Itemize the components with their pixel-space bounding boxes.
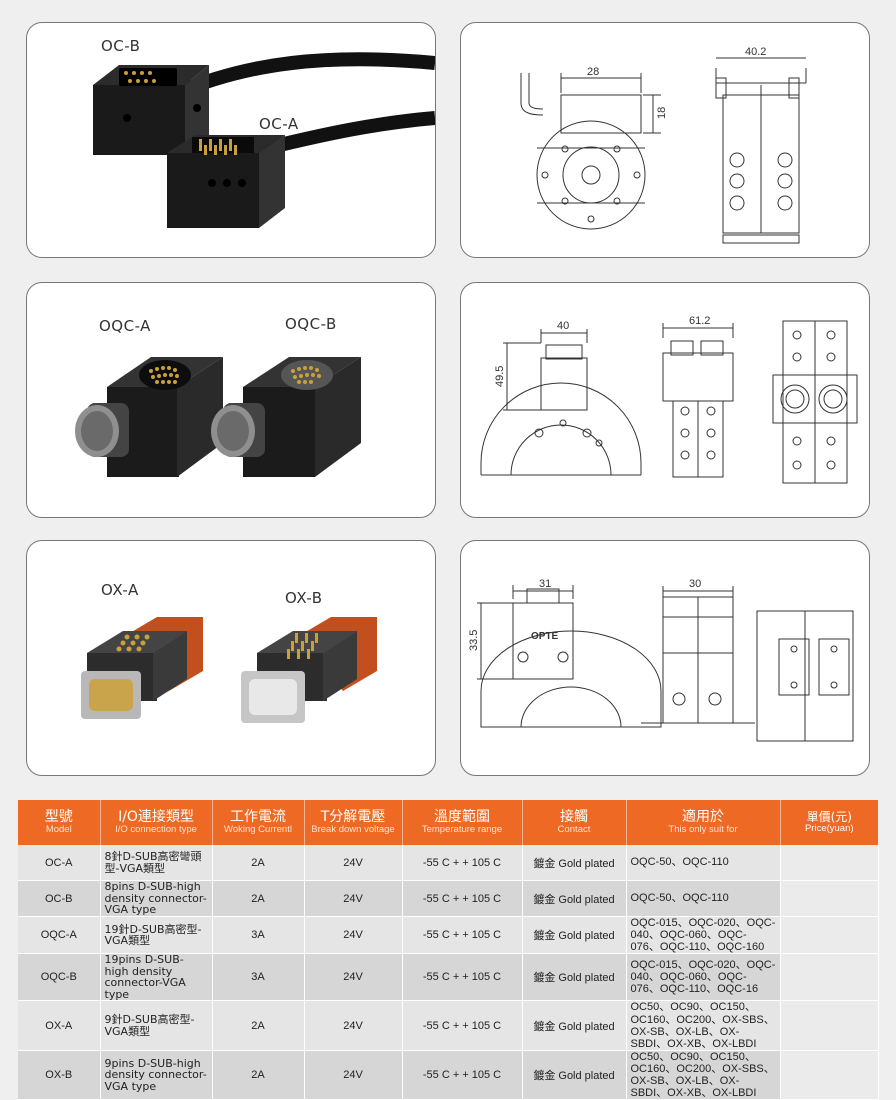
table-row: OC-A 8針D-SUB高密彎頭型-VGA類型 2A 24V -55 C + +…: [18, 845, 879, 881]
product-label-ox-b: OX-B: [285, 589, 323, 607]
dim-r1-width-2: 40.2: [745, 46, 766, 58]
cell-connection: 19pins D-SUB-high density connector-VGA …: [100, 953, 213, 1002]
cell-voltage: 24V: [304, 880, 403, 917]
photo-panel-oqc: OQC-A OQC-B: [26, 282, 436, 518]
ox-connector-photo: [81, 617, 377, 723]
cell-temperature: -55 C + + 105 C: [402, 1050, 523, 1100]
oqc-dimension-drawing: 40 49.5 61.2: [480, 315, 858, 484]
table-row: OQC-B 19pins D-SUB-high density connecto…: [18, 953, 879, 1002]
cell-contact: 鍍金 Gold plated: [522, 880, 627, 917]
oqc-connector-photo: [75, 357, 361, 477]
product-label-oc-b: OC-B: [101, 37, 141, 55]
cell-price: [780, 1050, 879, 1100]
cell-voltage: 24V: [304, 953, 403, 1002]
cell-contact: 鍍金 Gold plated: [522, 953, 627, 1002]
product-label-oqc-b: OQC-B: [285, 315, 337, 333]
photo-panel-ox: OX-A OX-B: [26, 540, 436, 776]
cell-temperature: -55 C + + 105 C: [402, 916, 523, 955]
brand-engraving: OPTE: [531, 631, 559, 642]
product-label-oqc-a: OQC-A: [99, 317, 151, 335]
photo-panel-oc: OC-B OC-A: [26, 22, 436, 258]
dim-r1-height: 18: [656, 107, 668, 119]
cell-current: 2A: [212, 1000, 305, 1051]
cell-current: 2A: [212, 1050, 305, 1100]
product-label-ox-a: OX-A: [101, 581, 139, 599]
table-row: OX-B 9pins D-SUB-high density connector-…: [18, 1050, 879, 1100]
cell-price: [780, 1000, 879, 1051]
cell-connection: 8pins D-SUB-high density connector-VGA t…: [100, 880, 213, 917]
dim-r2-width: 40: [557, 320, 569, 332]
cell-model: OC-B: [18, 880, 101, 917]
dim-r3-width-2: 30: [689, 578, 701, 590]
drawing-panel-oqc: 40 49.5 61.2: [460, 282, 870, 518]
cell-model: OC-A: [18, 845, 101, 881]
header-price: 單價(元)Price(yuan): [780, 800, 878, 845]
table-row: OX-A 9針D-SUB高密型-VGA類型 2A 24V -55 C + + 1…: [18, 1000, 879, 1051]
cell-connection: 19針D-SUB高密型-VGA類型: [100, 916, 213, 955]
cell-current: 2A: [212, 880, 305, 917]
cell-model: OQC-B: [18, 953, 101, 1002]
cell-current: 3A: [212, 953, 305, 1002]
cell-suit-for: OC50、OC90、OC150、OC160、OC200、OX-SBS、OX-SB…: [626, 1050, 781, 1100]
cell-model: OQC-A: [18, 916, 101, 955]
cell-price: [780, 916, 879, 955]
cell-contact: 鍍金 Gold plated: [522, 1050, 627, 1100]
dim-r2-width-2: 61.2: [689, 315, 710, 327]
drawing-panel-oc: 28 18 40.2: [460, 22, 870, 258]
dim-r3-width: 31: [539, 578, 551, 590]
cell-voltage: 24V: [304, 1050, 403, 1100]
cell-price: [780, 845, 879, 881]
dim-r3-height: 33.5: [468, 630, 480, 651]
cell-connection: 8針D-SUB高密彎頭型-VGA類型: [100, 845, 213, 881]
table-row: OC-B 8pins D-SUB-high density connector-…: [18, 880, 879, 917]
cell-suit-for: OC50、OC90、OC150、OC160、OC200、OX-SBS、OX-SB…: [626, 1000, 781, 1051]
product-label-oc-a: OC-A: [259, 115, 299, 133]
cell-suit-for: OQC-015、OQC-020、OQC-040、OQC-060、OQC-076、…: [626, 953, 781, 1002]
table-row: OQC-A 19針D-SUB高密型-VGA類型 3A 24V -55 C + +…: [18, 916, 879, 955]
cell-current: 3A: [212, 916, 305, 955]
cell-suit-for: OQC-015、OQC-020、OQC-040、OQC-060、OQC-076、…: [626, 916, 781, 955]
cell-voltage: 24V: [304, 845, 403, 881]
cell-model: OX-A: [18, 1000, 101, 1051]
oc-dimension-drawing: 28 18 40.2: [520, 46, 807, 244]
cell-price: [780, 880, 879, 917]
cell-connection: 9pins D-SUB-high density connector-VGA t…: [100, 1050, 213, 1100]
drawing-panel-ox: 31 33.5 30 OPTE: [460, 540, 870, 776]
dim-r2-height: 49.5: [494, 366, 506, 387]
cell-price: [780, 953, 879, 1002]
cell-temperature: -55 C + + 105 C: [402, 880, 523, 917]
cell-contact: 鍍金 Gold plated: [522, 916, 627, 955]
cell-contact: 鍍金 Gold plated: [522, 1000, 627, 1051]
cell-suit-for: OQC-50、OQC-110: [626, 880, 781, 917]
ox-dimension-drawing: 31 33.5 30 OPTE: [468, 578, 854, 742]
cell-suit-for: OQC-50、OQC-110: [626, 845, 781, 881]
cell-current: 2A: [212, 845, 305, 881]
cell-model: OX-B: [18, 1050, 101, 1100]
oc-connector-photo: [93, 52, 435, 228]
cell-voltage: 24V: [304, 916, 403, 955]
cell-contact: 鍍金 Gold plated: [522, 845, 627, 881]
cell-voltage: 24V: [304, 1000, 403, 1051]
cell-temperature: -55 C + + 105 C: [402, 845, 523, 881]
cell-connection: 9針D-SUB高密型-VGA類型: [100, 1000, 213, 1051]
cell-temperature: -55 C + + 105 C: [402, 1000, 523, 1051]
cell-temperature: -55 C + + 105 C: [402, 953, 523, 1002]
dim-r1-width: 28: [587, 66, 599, 78]
